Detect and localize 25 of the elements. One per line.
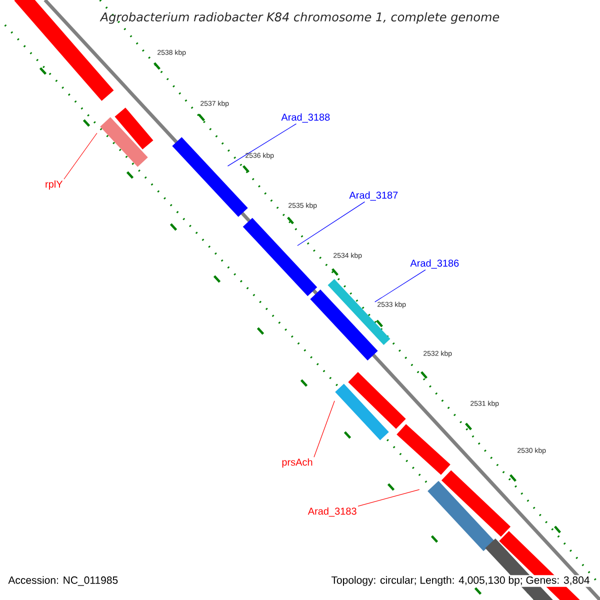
gene-segment	[310, 290, 378, 360]
gene-label: prsAch	[282, 458, 312, 468]
genome-info-text: Topology: circular; Length: 4,005,130 bp; Genes: 3,804	[330, 575, 591, 587]
gene-segment	[348, 372, 406, 429]
gene-segment	[100, 117, 148, 167]
gene-segment	[114, 108, 154, 150]
gene-segment	[335, 384, 389, 440]
leader-line	[374, 270, 426, 302]
leader-line	[64, 132, 98, 180]
gene-label: Arad_3188	[281, 113, 330, 123]
gene-label: rplY	[46, 180, 63, 190]
leader-line	[227, 124, 297, 166]
gene-label: Arad_3186	[410, 259, 459, 269]
gene-segment	[242, 218, 318, 296]
gene-segment	[428, 480, 494, 552]
leader-line	[314, 400, 335, 458]
title: Agrobacterium radiobacter K84 chromosome 1, complete genome	[100, 12, 500, 24]
gene-segment	[441, 470, 511, 537]
gene-label: Arad_3183	[308, 507, 356, 517]
gene-label: Arad_3187	[349, 191, 398, 201]
leader-line	[358, 489, 420, 506]
accession-text: Accession: NC_011985	[8, 576, 118, 586]
gene-segment	[328, 278, 390, 346]
leader-line	[297, 202, 366, 246]
gene-segment	[396, 424, 450, 475]
